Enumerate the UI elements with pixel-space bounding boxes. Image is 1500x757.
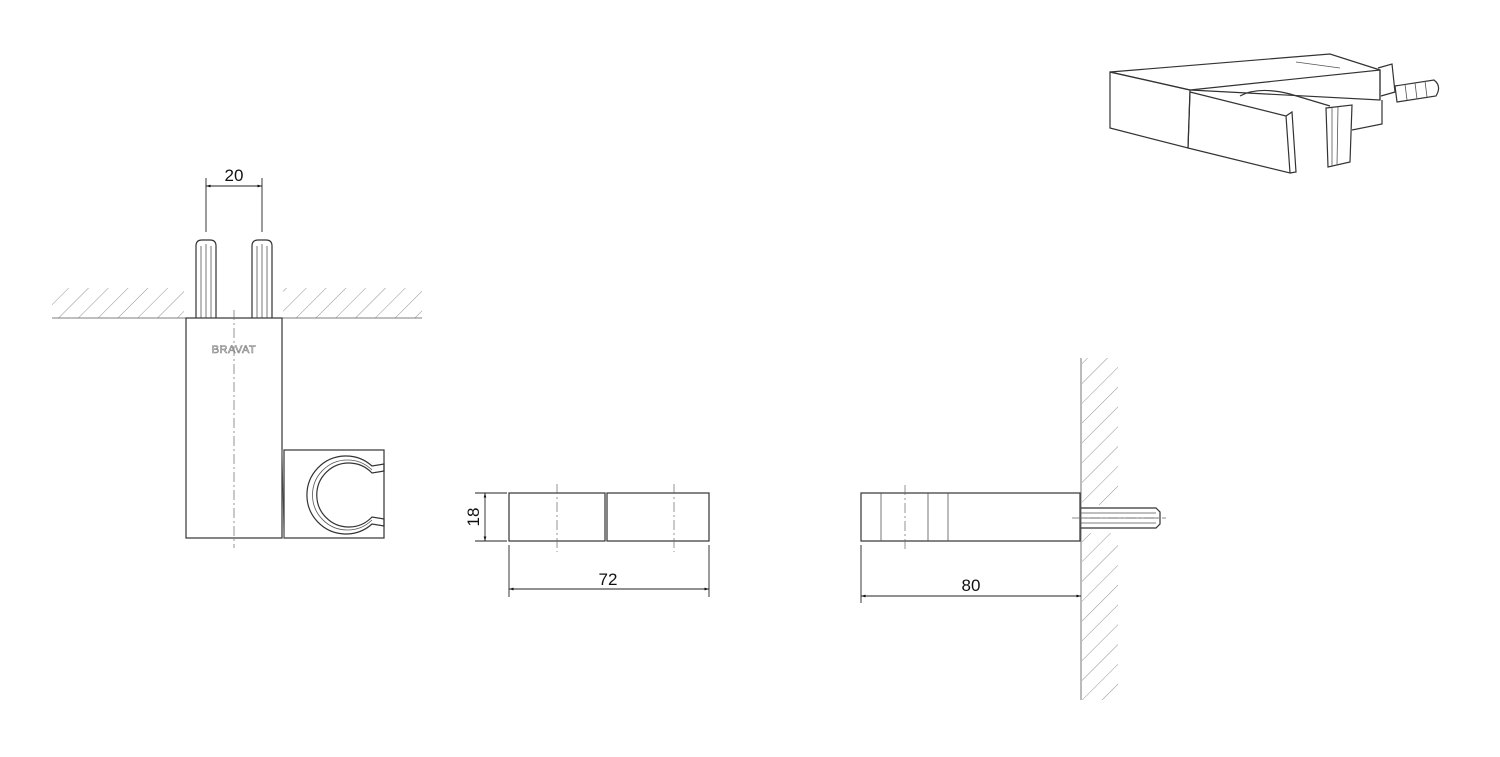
- side-view: 80: [860, 358, 1166, 700]
- hand-shower-hook: [281, 449, 385, 539]
- top-view: 18 72: [464, 484, 710, 597]
- dimension-label-18: 18: [464, 508, 483, 527]
- dimension-label-72: 72: [599, 570, 618, 589]
- mounting-pin-right: [251, 239, 273, 318]
- mounting-pin-side: [1072, 507, 1166, 529]
- wall-hatching-upper: [1082, 358, 1118, 505]
- dimension-depth: 80: [860, 545, 1081, 603]
- wall-hatching-lower: [1082, 533, 1118, 700]
- isometric-view: [1109, 53, 1440, 174]
- dimension-length: 72: [508, 545, 710, 597]
- holder-segment-front: [606, 492, 710, 542]
- dimension-label-80: 80: [962, 576, 981, 595]
- isometric-pins: [1377, 63, 1440, 103]
- wall-hatching-left: [52, 288, 184, 318]
- dimension-label-20: 20: [225, 166, 244, 185]
- front-view: 20 BRAVAT: [52, 166, 422, 548]
- dimension-height: 18: [464, 492, 507, 542]
- wall-hatching-right: [283, 288, 422, 318]
- brand-logo: BRAVAT: [212, 344, 257, 356]
- holder-body-side: [860, 492, 1081, 542]
- dimension-pin-spacing: 20: [205, 166, 263, 232]
- mounting-pin-left: [195, 239, 217, 318]
